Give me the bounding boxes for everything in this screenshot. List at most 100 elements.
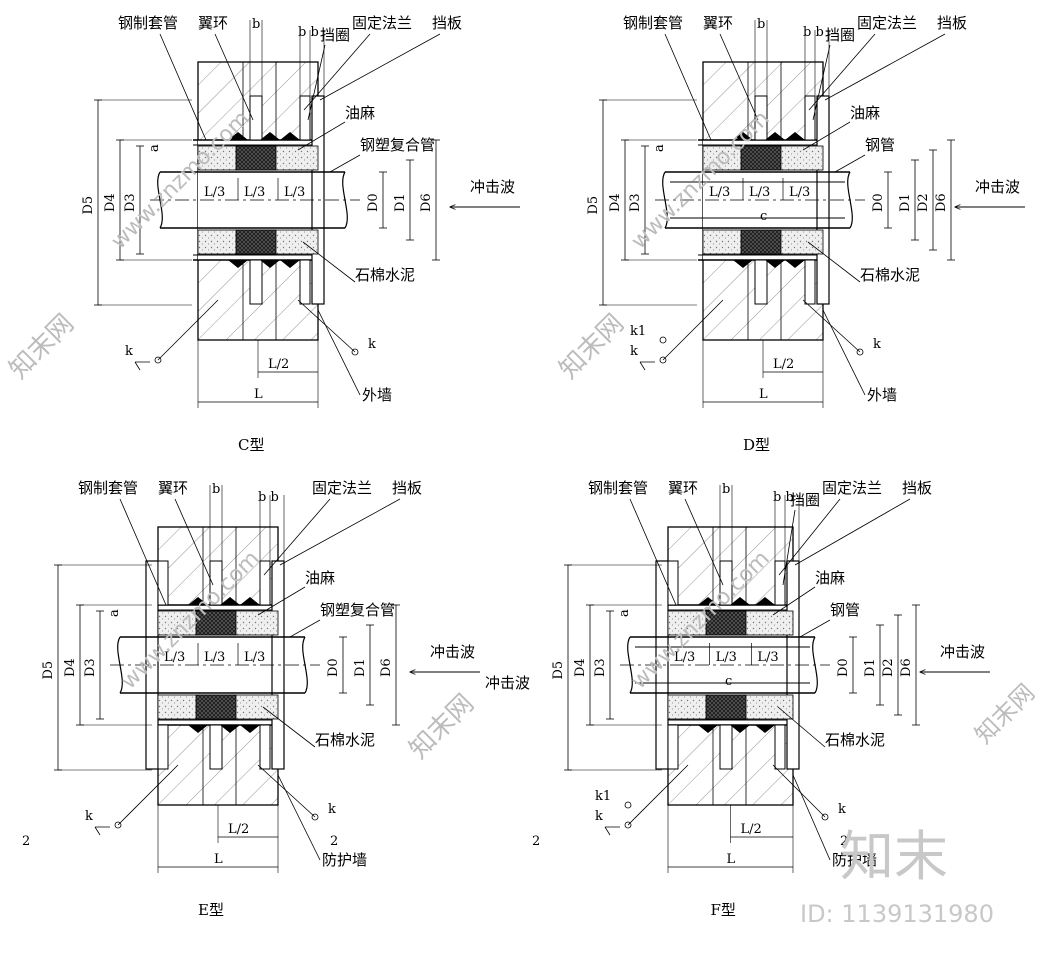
leader-line (778, 498, 841, 576)
leader-line (263, 498, 331, 576)
weld-mark (280, 260, 300, 268)
wing-ring (209, 560, 223, 606)
label-shock-wave: 冲击波 (940, 643, 985, 661)
dim-D3-label: D3 (593, 658, 608, 677)
label-baffle: 挡板 (937, 14, 967, 32)
dim-D5-label: D5 (81, 196, 96, 215)
weld-mark (733, 132, 753, 140)
leader-line (297, 299, 356, 353)
wing-ring (209, 724, 223, 770)
label-steel-sleeve: 钢制套管 (118, 14, 178, 32)
watermark-site-cn-text: 知末网 (404, 689, 480, 765)
weld-k-label: k (873, 337, 881, 352)
leader-line (808, 33, 876, 111)
dim-one-third-label: L/3 (709, 185, 730, 200)
weld-mark (228, 260, 248, 268)
fixed-flange (259, 560, 271, 606)
watermark-id-text: ID: 1139131980 (800, 900, 994, 928)
weld-symbol (94, 826, 110, 836)
weld-mark (755, 597, 775, 605)
leader-line (629, 498, 677, 606)
label-stop-ring: 挡圈 (825, 26, 855, 44)
dim-D0-label: D0 (366, 193, 381, 212)
leader-line (772, 586, 816, 616)
label-wall: 防护墙 (322, 851, 367, 869)
dim-L-label: L (727, 852, 736, 867)
leader-line (279, 498, 401, 566)
weld-k-label: k (838, 802, 846, 817)
leader-line (794, 498, 911, 566)
leader-line (807, 241, 861, 283)
dim-a-label: a (107, 609, 122, 617)
weld-symbol (604, 826, 620, 836)
oil-hemp-packing (705, 610, 747, 636)
label-wall: 防护墙 (832, 851, 877, 869)
weld-mark (730, 725, 750, 733)
weld-k-label: k (85, 809, 93, 824)
weld-k-label: k (328, 802, 336, 817)
leader-line (117, 764, 179, 826)
weld-mark (280, 132, 300, 140)
weld-k-label: k (630, 344, 638, 359)
dim-b-label: b (212, 482, 220, 497)
fixed-flange (774, 560, 786, 606)
label-steel-sleeve: 钢制套管 (623, 14, 683, 32)
dim-D2-label: D2 (881, 658, 896, 677)
weld-mark (785, 132, 805, 140)
weld-mark (260, 260, 280, 268)
weld-mark (698, 597, 718, 605)
dim-D3-label: D3 (83, 658, 98, 677)
oil-hemp-packing (195, 694, 237, 720)
label-oil-hemp: 油麻 (345, 104, 375, 122)
label-pipe: 钢塑复合管 (360, 136, 435, 154)
leader-line (799, 619, 831, 638)
dim-D0-label: D0 (871, 193, 886, 212)
dim-D6-label: D6 (379, 658, 394, 677)
dim-a-label: a (147, 144, 162, 152)
dim-D1-label: D1 (353, 658, 368, 677)
dim-a-label: a (652, 144, 667, 152)
dim-one-third-label: L/3 (749, 185, 770, 200)
label-pipe: 钢塑复合管 (320, 601, 395, 619)
dim-one-third-label: L/3 (674, 650, 695, 665)
weld-count-label: 2 (532, 834, 540, 849)
wing-ring (754, 259, 768, 305)
weld-mark (785, 260, 805, 268)
leader-line (174, 498, 214, 586)
label-shock-wave: 冲击波 (975, 178, 1020, 196)
weld-mark (730, 597, 750, 605)
label-stop-ring: 挡圈 (320, 26, 350, 44)
dim-D1-label: D1 (863, 658, 878, 677)
panel-caption: D型 (743, 436, 770, 454)
dim-D4-label: D4 (608, 193, 623, 212)
weld-mark (733, 260, 753, 268)
leader-line (214, 33, 254, 121)
watermark-site-cn-text: 知末网 (969, 679, 1037, 750)
leader-line (159, 33, 207, 141)
wing-ring (249, 259, 263, 305)
dim-D4-label: D4 (103, 193, 118, 212)
leader-line (812, 44, 831, 121)
weld-mark (765, 260, 785, 268)
dim-D0-label: D0 (326, 658, 341, 677)
dim-D3-label: D3 (123, 193, 138, 212)
weld-count-label: 2 (22, 834, 30, 849)
leader-line (157, 299, 219, 361)
dim-bb-label: b b (258, 490, 279, 505)
dim-one-third-label: L/3 (204, 650, 225, 665)
label-pipe: 钢管 (830, 601, 860, 619)
dim-one-third-label: L/3 (716, 650, 737, 665)
fixed-flange (774, 724, 786, 770)
oil-hemp-packing (235, 145, 277, 171)
label-shock-wave: 冲击波 (430, 643, 475, 661)
label-asbestos-cement: 石棉水泥 (825, 731, 885, 749)
leader-line (802, 299, 861, 353)
fixed-flange (804, 95, 816, 141)
leader-line (262, 706, 316, 748)
fixed-flange (667, 724, 679, 770)
